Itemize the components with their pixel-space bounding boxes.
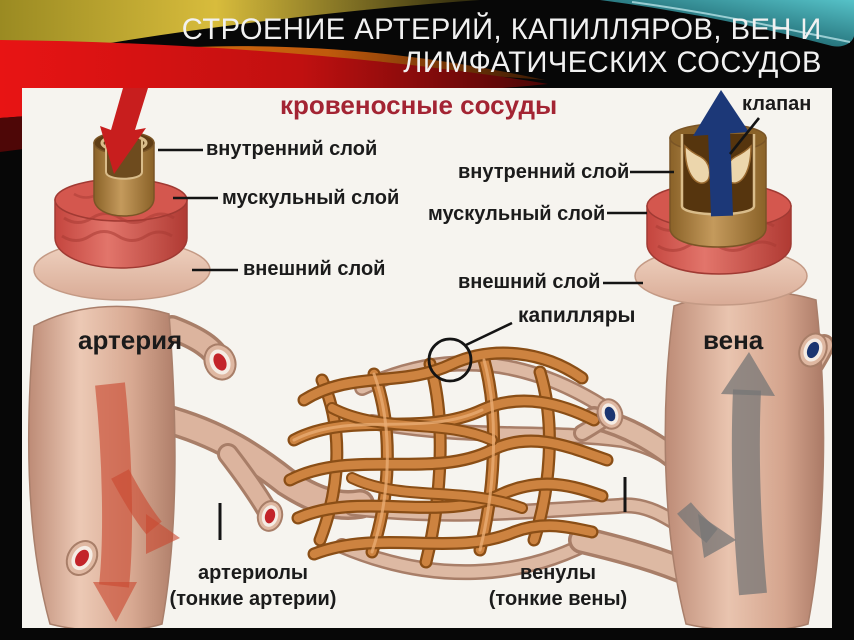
capillary-highlight-circle: [427, 337, 473, 383]
label-arterioles-note: (тонкие артерии): [169, 588, 337, 610]
slide-title: СТРОЕНИЕ АРТЕРИЙ, КАПИЛЛЯРОВ, ВЕН И ЛИМФ…: [182, 13, 822, 79]
label-arterioles: артериолы (тонкие артерии): [150, 560, 356, 612]
venule-openings: [596, 332, 828, 430]
label-capillaries: капилляры: [518, 304, 636, 327]
blood-vessel-diagram: кровеносные сосуды клапан внутренний сло…: [22, 88, 832, 628]
label-venules-note: (тонкие вены): [488, 588, 628, 610]
slide-title-line1: СТРОЕНИЕ АРТЕРИЙ, КАПИЛЛЯРОВ, ВЕН И: [181, 13, 822, 46]
vein-flow-arrow: [677, 352, 775, 596]
vein-valve-arrow: [693, 90, 749, 217]
capillary-orange-strands: [283, 346, 614, 569]
label-venules: венулы (тонкие вены): [455, 560, 661, 612]
label-artery-outer-layer: внешний слой: [243, 258, 386, 280]
valve-cusp-left: [684, 144, 711, 184]
vein-illustration: [596, 90, 832, 628]
arteriole-openings: [65, 343, 284, 576]
label-vein-inner-layer: внутренний слой: [458, 161, 630, 183]
artery-illustration: [27, 88, 375, 628]
capillary-network: [283, 346, 706, 588]
leader-valve: [728, 117, 761, 155]
vein-inner-layer-valve: [669, 123, 767, 248]
vessel-illustration: [27, 88, 832, 628]
artery-entry-arrow: [100, 88, 148, 174]
label-artery-inner-layer: внутренний слой: [206, 138, 378, 160]
label-artery-muscular-layer: мускульный слой: [222, 187, 400, 209]
label-vein-muscular-layer: мускульный слой: [428, 203, 606, 225]
label-vein-outer-layer: внешний слой: [458, 271, 601, 293]
artery-flow-arrow: [93, 382, 180, 622]
label-arterioles-name: артериолы: [197, 562, 308, 584]
label-vein: вена: [703, 325, 764, 355]
leader-lines: [158, 117, 761, 540]
leader-capillaries: [465, 321, 513, 347]
label-valve: клапан: [742, 93, 812, 115]
label-venules-name: венулы: [520, 562, 596, 584]
label-artery: артерия: [78, 325, 183, 355]
diagram-heading: кровеносные сосуды: [280, 90, 558, 120]
slide-title-line2: ЛИМФАТИЧЕСКИХ СОСУДОВ: [403, 46, 822, 79]
